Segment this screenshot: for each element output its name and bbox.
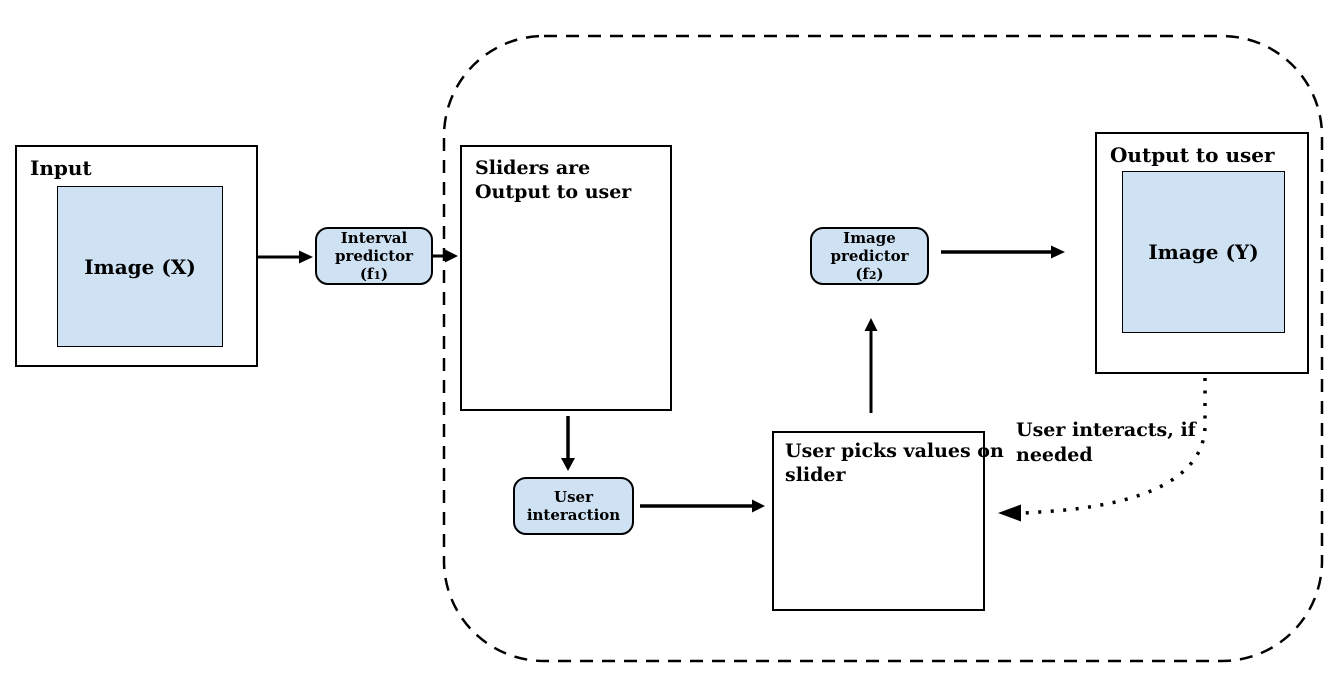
arrow-user-interaction-to-user-picks [640, 499, 765, 513]
image-predictor-line1: Image [843, 229, 896, 247]
output-box-title: Output to user [1110, 143, 1275, 167]
output-image-placeholder: Image (Y) [1122, 171, 1285, 333]
sliders-output-box: Sliders are Output to user [460, 145, 672, 411]
interval-predictor-line2: predictor [334, 247, 414, 265]
interval-predictor-line1: Interval [340, 229, 408, 247]
interval-predictor-node: Interval predictor (f1) [315, 227, 433, 285]
arrow-interval-predictor-to-sliders [433, 249, 458, 263]
input-box-title: Input [30, 156, 92, 180]
image-predictor-line2: predictor [830, 247, 909, 265]
user-picks-box: User picks values on slider [772, 431, 1004, 611]
user-interaction-line1: User [554, 488, 593, 506]
input-image-label: Image (X) [84, 254, 196, 279]
arrow-image-predictor-to-output [941, 245, 1065, 259]
arrow-input-to-interval-predictor [258, 250, 313, 264]
output-image-label: Image (Y) [1148, 240, 1259, 264]
sliders-output-title: Sliders are Output to user [475, 157, 632, 204]
user-interaction-line2: interaction [526, 506, 621, 524]
image-predictor-node: Image predictor (f2) [810, 227, 929, 285]
arrow-user-picks-to-image-predictor [864, 318, 878, 413]
input-image-placeholder: Image (X) [57, 186, 223, 347]
image-predictor-fn: (f2) [855, 265, 884, 283]
user-interaction-node: User interaction [513, 477, 634, 535]
user-picks-title: User picks values on slider [785, 440, 1004, 487]
arrow-sliders-to-user-interaction [561, 416, 575, 471]
interval-predictor-fn: (f1) [359, 265, 389, 283]
user-interacts-annotation: User interacts, if needed [1016, 419, 1196, 466]
